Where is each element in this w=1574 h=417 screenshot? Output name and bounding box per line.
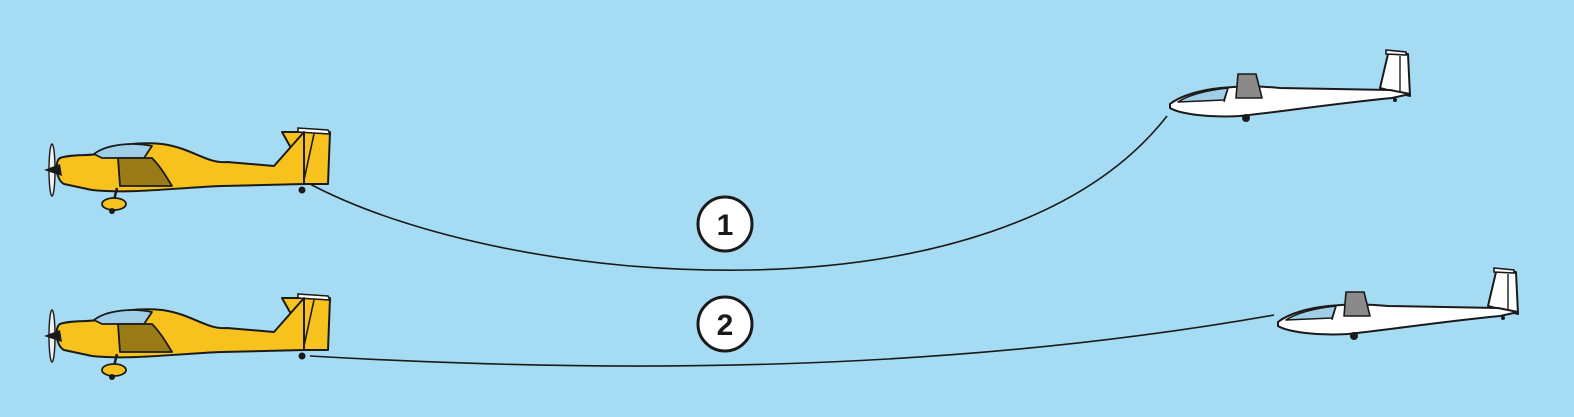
scenario-1: 1 (42, 49, 1411, 271)
tow-plane (42, 292, 332, 382)
scenario-number: 2 (717, 309, 734, 342)
scenario-2: 2 (42, 267, 1519, 382)
scenario-number: 1 (717, 209, 734, 242)
scenario-badge: 1 (696, 195, 754, 253)
slack-tow-rope (309, 115, 1168, 271)
glider (1277, 267, 1519, 341)
tow-plane (42, 126, 332, 216)
glider (1169, 49, 1411, 123)
tow-rope (309, 314, 1275, 367)
scenario-badge: 2 (696, 295, 754, 353)
